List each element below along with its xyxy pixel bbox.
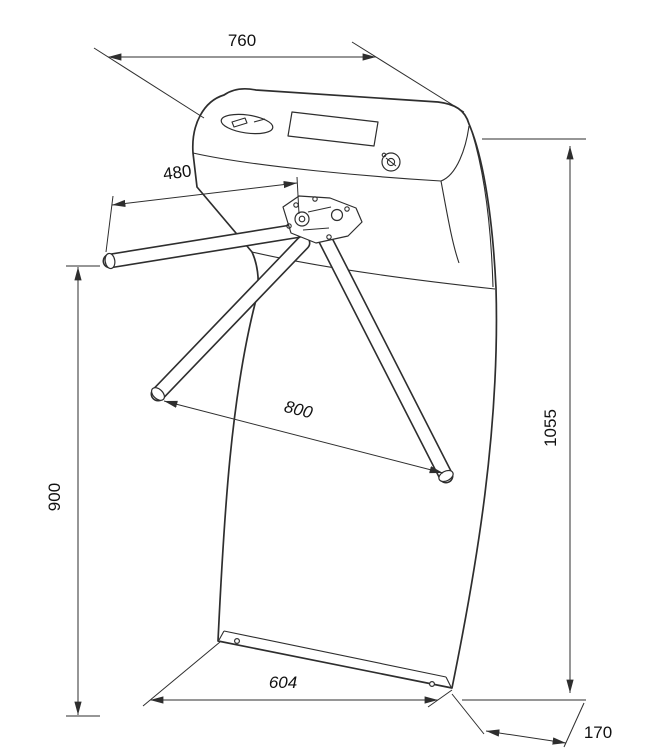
dim-label-overall-height: 1055: [541, 409, 560, 447]
hub-bolt-4: [286, 223, 292, 229]
hub-secondary-boss: [330, 208, 344, 222]
dimension-line: [485, 729, 567, 745]
hub-main-axle: [298, 215, 306, 223]
dim-label-base-depth: 170: [584, 723, 612, 742]
base-plate: [218, 630, 452, 688]
dimension-line: [111, 180, 298, 208]
turnstile-figure: [102, 88, 498, 689]
dimension-top-width: 760: [93, 31, 465, 119]
hub-bolt-3: [326, 234, 332, 240]
hub-edge-line-2: [302, 227, 330, 231]
extension-line: [142, 641, 221, 707]
extension-line: [93, 47, 205, 119]
base-bolt-left: [234, 637, 241, 644]
top-panel-front-edge: [192, 152, 442, 182]
arm-lower-left-end-cap: [150, 387, 166, 401]
turnstile-body-outline: [192, 88, 498, 689]
base-bolt-right: [429, 680, 436, 687]
extension-line: [105, 195, 114, 253]
hub-bolt-2: [344, 206, 350, 212]
hub-bolt-5: [312, 196, 318, 202]
dim-label-arm-reach: 480: [162, 161, 192, 183]
lock-cylinder: [381, 152, 401, 172]
dimension-base-depth: 170: [451, 693, 612, 748]
extension-line: [427, 689, 453, 708]
blade-right-seam: [471, 131, 494, 288]
hub-edge-line-1: [307, 206, 332, 213]
base-plate-right-end: [445, 676, 452, 688]
dim-label-base-length: 604: [269, 673, 297, 692]
display-window: [287, 111, 379, 147]
head-front-seam: [440, 180, 460, 264]
hub-main-boss: [294, 211, 310, 227]
dimension-arm-reach: 480: [105, 161, 300, 253]
card-reader-mark: [253, 118, 266, 123]
dimension-line: [163, 400, 444, 474]
extension-line: [296, 176, 300, 215]
dimension-base-length: 604: [142, 641, 453, 708]
tripod-hub: [282, 195, 363, 244]
arm-horizontal: [102, 223, 304, 270]
arm-lower-left: [150, 235, 311, 402]
hub-bracket: [282, 195, 363, 244]
dimension-overall-height: 1055: [462, 138, 586, 701]
base-plate-top-edge: [223, 630, 447, 678]
card-reader-slot: [231, 117, 248, 128]
arm-horizontal-end-cap: [104, 252, 116, 270]
extension-line: [451, 693, 485, 735]
dimension-arm-axis-height: 900: [45, 265, 100, 717]
lock-inner-circle: [386, 157, 396, 167]
dim-label-top-width: 760: [228, 31, 256, 50]
top-panel-right-edge: [440, 125, 470, 182]
card-reader-oval: [220, 113, 274, 135]
base-plate-left-end: [218, 630, 225, 641]
extension-line: [563, 702, 585, 748]
lock-pin: [381, 152, 387, 158]
lock-slot: [385, 157, 397, 167]
top-panel: [220, 111, 401, 172]
dim-label-arm-axis-height: 900: [45, 483, 64, 511]
